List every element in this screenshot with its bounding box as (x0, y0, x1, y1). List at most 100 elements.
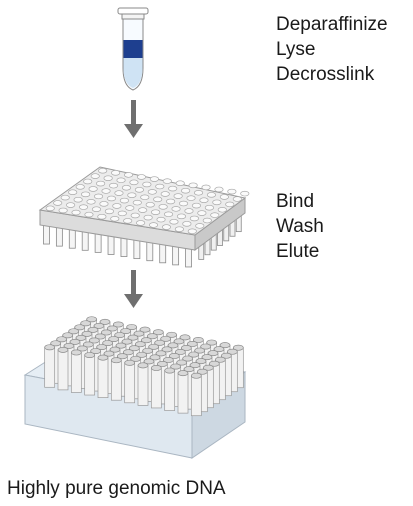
rack-tube (202, 364, 214, 409)
plate-well (182, 221, 192, 227)
step-1-line-1: Deparaffinize (276, 14, 388, 35)
plate-well (81, 191, 91, 198)
plate-well (90, 173, 100, 179)
plate-well (217, 207, 227, 213)
plate-well (73, 196, 83, 203)
plate-well (121, 184, 132, 191)
arrow-down-icon (124, 270, 143, 308)
plate-well (173, 193, 183, 199)
plate-well (114, 190, 124, 196)
plate-well (104, 208, 114, 215)
arrow-head (124, 124, 143, 138)
rack-tubes (44, 316, 244, 417)
plate-well (101, 188, 111, 194)
plate-tip (146, 240, 154, 262)
step-2-line-2: Wash (276, 216, 324, 237)
plate-well (175, 180, 185, 186)
plate-wells (45, 167, 250, 235)
plate-well (97, 213, 107, 220)
plate-well (96, 180, 106, 187)
rack-tube (110, 357, 122, 401)
plate-well (184, 208, 194, 214)
plate-well (123, 172, 134, 178)
plate-well (163, 211, 174, 218)
plate-well (134, 187, 144, 193)
plate-well (145, 201, 155, 208)
filter-plate-icon (38, 166, 250, 268)
plate-well (103, 175, 113, 181)
plate-well (197, 210, 207, 216)
rack-tube (57, 346, 69, 391)
plate-well (169, 218, 179, 225)
plate-well (129, 179, 139, 186)
plate-well (125, 205, 135, 211)
plate-tip (81, 229, 89, 251)
tube-liquid-band (123, 40, 143, 58)
plate-well (189, 215, 199, 222)
rack-tube (150, 365, 162, 409)
plate-well (123, 218, 133, 224)
plate-well (186, 195, 196, 201)
plate-well (240, 190, 250, 197)
plate-well (151, 209, 161, 215)
plate-tip (120, 236, 128, 257)
plate-well (138, 207, 148, 213)
plate-well (161, 224, 172, 230)
plate-well (83, 178, 93, 185)
plate-tip (107, 234, 115, 255)
plate-well (66, 202, 76, 208)
arrow-shaft (131, 270, 136, 296)
plate-well (71, 209, 81, 216)
arrow-shaft (131, 100, 136, 126)
plate-well (116, 177, 126, 184)
plate-well (111, 170, 121, 176)
step-1-line-3: Decrosslink (276, 64, 375, 85)
plate-well (143, 214, 153, 221)
plate-well (195, 223, 205, 229)
plate-well (106, 195, 117, 202)
plate-well (156, 216, 166, 223)
plate-well (193, 190, 204, 196)
plate-tip (172, 244, 180, 266)
plate-tip (94, 231, 102, 253)
plate-well (117, 210, 127, 217)
plate-well (232, 196, 242, 202)
step-1-label: Deparaffinize Lyse Decrosslink (276, 12, 388, 87)
rack-tube (137, 362, 149, 406)
rack-tube (84, 352, 96, 396)
plate-well (155, 183, 165, 190)
plate-well (202, 217, 212, 224)
plate-well (188, 182, 198, 189)
plate-well (142, 181, 152, 188)
step-2-line-3: Elute (276, 241, 320, 262)
plate-well (60, 194, 70, 201)
plate-well (53, 200, 63, 206)
result-label: Highly pure genomic DNA (7, 478, 226, 499)
plate-well (75, 184, 85, 190)
plate-well (108, 182, 119, 189)
plate-well (199, 197, 209, 203)
plate-well (225, 201, 235, 208)
plate-well (168, 185, 178, 192)
plate-well (227, 188, 237, 195)
plate-well (160, 191, 170, 197)
plate-well (219, 194, 229, 200)
plate-well (98, 167, 108, 174)
rack-tube (70, 349, 82, 393)
plate-well (45, 205, 55, 212)
plate-well (140, 194, 150, 201)
plate-well (206, 192, 217, 198)
tube-liquid-lower (123, 58, 143, 88)
plate-well (166, 198, 176, 205)
plate-well (204, 204, 214, 211)
plate-well (86, 199, 96, 205)
rack-tube (44, 344, 56, 388)
plate-tips (43, 215, 242, 268)
plate-well (99, 201, 109, 207)
plate-well (149, 176, 159, 182)
plate-tip (43, 223, 50, 245)
plate-well (178, 200, 189, 207)
arrow-head (124, 294, 143, 308)
plate-tip (68, 227, 76, 249)
